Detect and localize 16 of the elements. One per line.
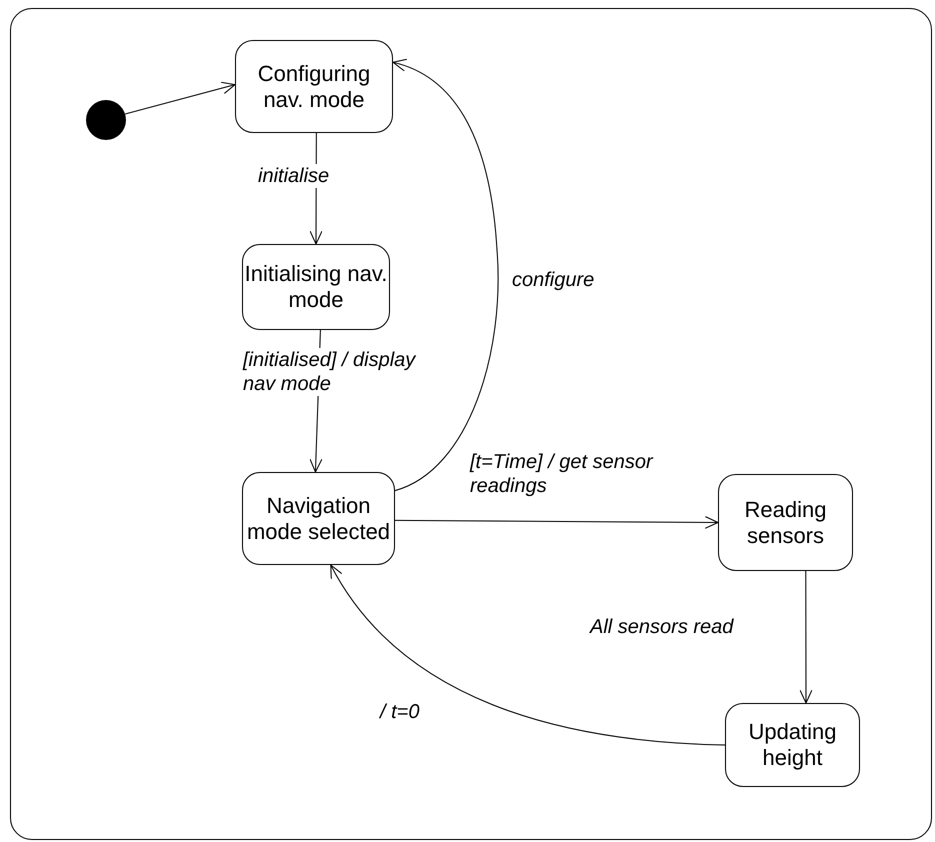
state-name: Reading sensors	[744, 496, 828, 548]
transition-arrow	[124, 82, 236, 114]
transition-arrow	[392, 60, 499, 492]
state-box	[242, 472, 395, 565]
transition-arrow	[799, 570, 812, 704]
state-name: Navigation mode selected	[246, 492, 392, 544]
state-box	[725, 703, 860, 787]
state-box	[718, 474, 853, 571]
initial-state	[86, 100, 126, 140]
state-name: Initialising nav. mode	[244, 261, 388, 313]
state-box	[235, 40, 393, 133]
state-name: Updating height	[747, 719, 838, 771]
state-box	[242, 244, 390, 330]
transition-arrow	[330, 564, 726, 746]
state-name: Configuring nav. mode	[256, 60, 372, 112]
transition-arrow	[394, 516, 718, 529]
